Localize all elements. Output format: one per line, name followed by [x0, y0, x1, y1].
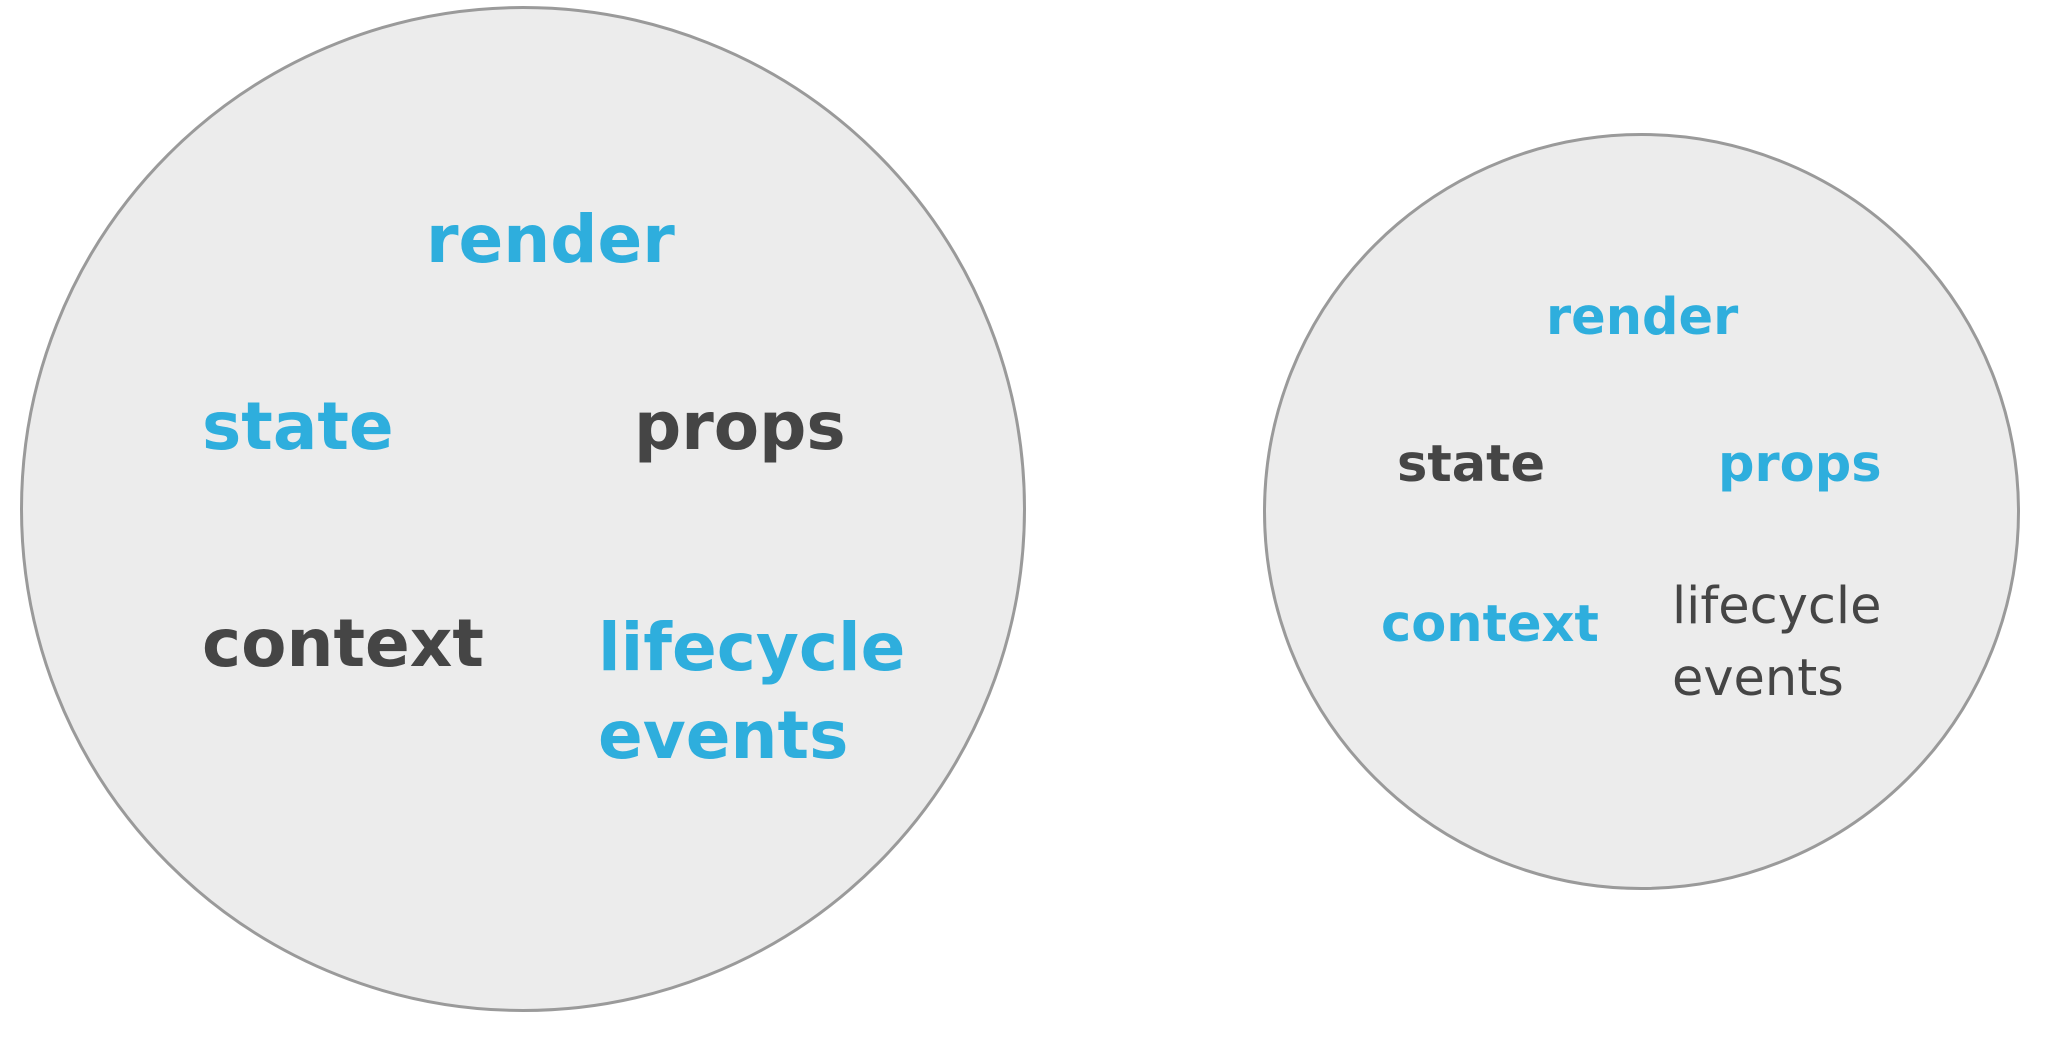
right-render-label: render	[1546, 288, 1739, 347]
left-lifecycle-events-label: lifecycle events	[598, 609, 906, 774]
left-render-label: render	[426, 201, 675, 278]
left-props-label: props	[634, 388, 846, 465]
left-circle	[20, 6, 1026, 1012]
left-context-label: context	[202, 605, 484, 682]
right-state-label: state	[1397, 435, 1546, 494]
right-lifecycle-events-label: lifecycle events	[1672, 577, 1882, 708]
left-state-label: state	[202, 388, 394, 465]
right-circle	[1263, 133, 2020, 890]
right-context-label: context	[1381, 595, 1599, 654]
right-props-label: props	[1718, 435, 1882, 494]
